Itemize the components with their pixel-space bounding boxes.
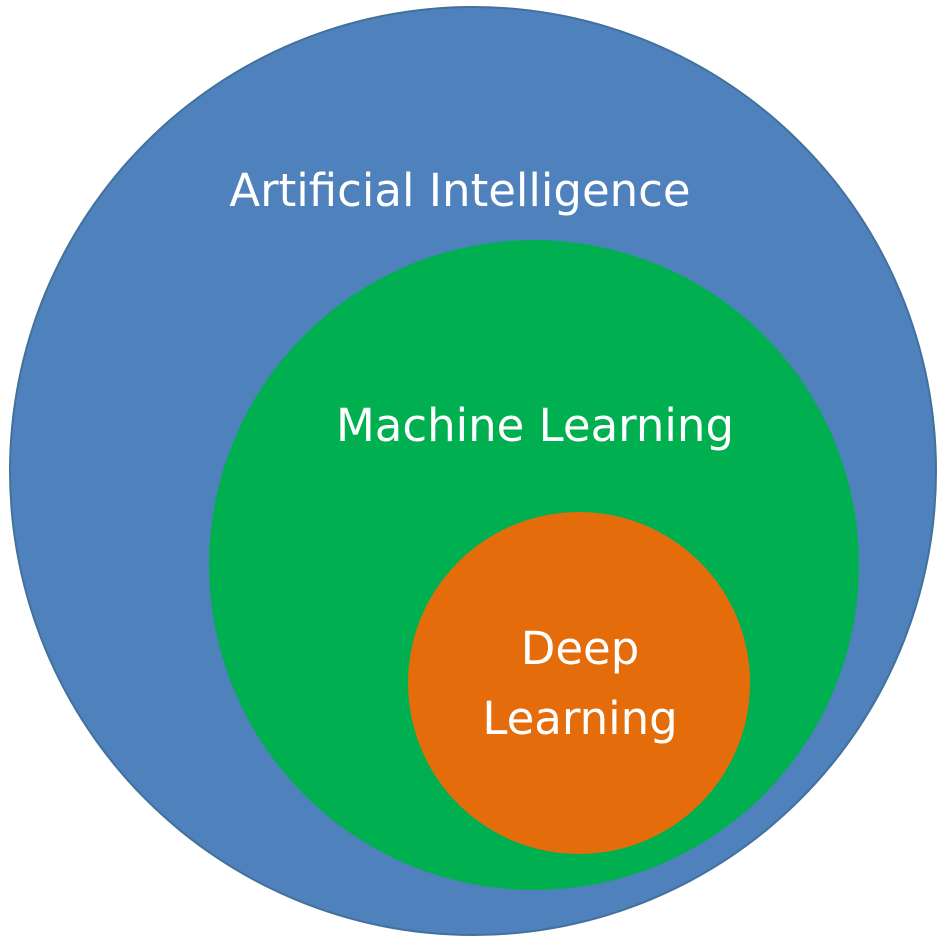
deep-learning-label: Deep Learning: [430, 614, 730, 754]
machine-learning-label: Machine Learning: [335, 399, 735, 452]
deep-learning-label-line1: Deep: [520, 622, 640, 675]
deep-learning-label-line2: Learning: [482, 692, 678, 745]
artificial-intelligence-label: Artificial Intelligence: [229, 164, 691, 217]
deep-learning-circle: [408, 512, 750, 854]
